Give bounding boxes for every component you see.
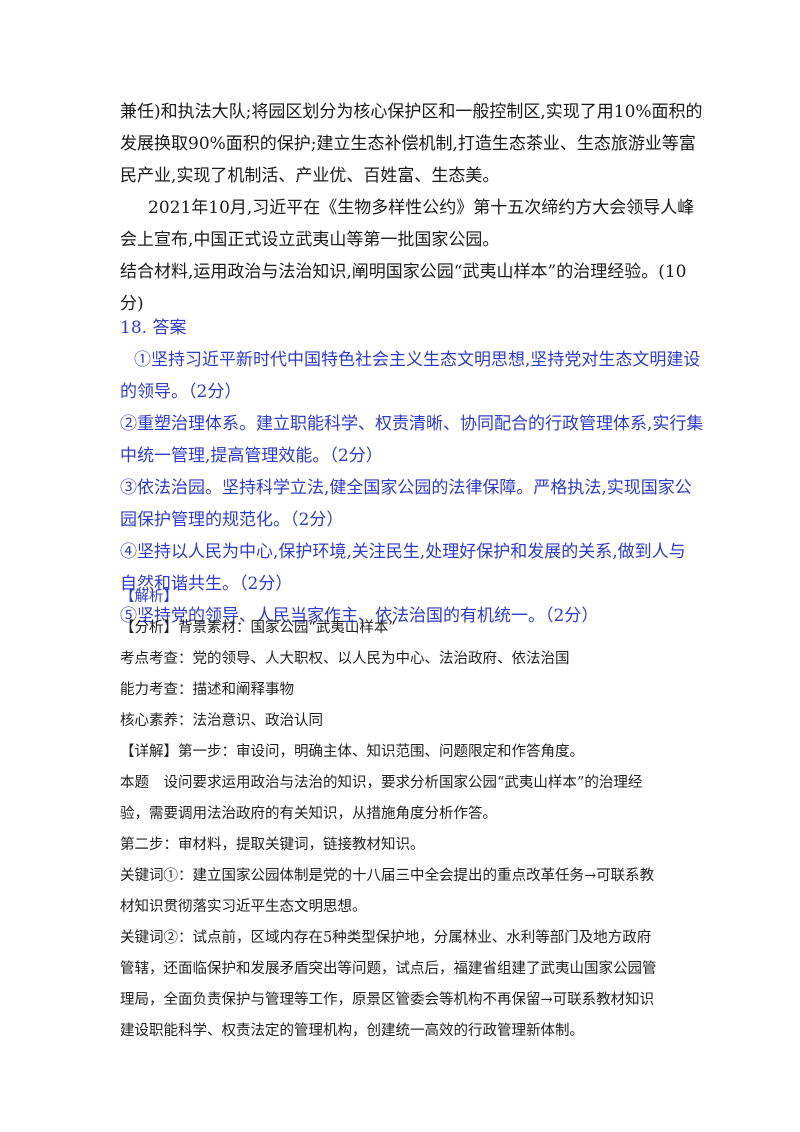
answer-line: ②重塑治理体系。建立职能科学、权责清晰、协同配合的行政管理体系,实行集 (120, 414, 704, 434)
analysis-line: 关键词①：建立国家公园体制是党的十八届三中全会提出的重点改革任务→可联系教 (120, 868, 655, 884)
answer-line: 自然和谐共生。（2分） (120, 574, 293, 594)
question-line: 民产业,实现了机制活、产业优、百姓富、生态美。 (120, 166, 500, 186)
analysis-heading: 【解析】 (120, 589, 178, 605)
answer-line: 园保护管理的规范化。（2分） (120, 510, 344, 530)
analysis-line: 管辖，还面临保护和发展矛盾突出等问题，试点后，福建省组建了武夷山国家公园管 (120, 961, 657, 977)
answer-line: ④坚持以人民为中心,保护环境,关注民生,处理好保护和发展的关系,做到人与 (120, 542, 686, 562)
question-line: 发展换取90%面积的保护;建立生态补偿机制,打造生态茶业、生态旅游业等富 (120, 134, 696, 154)
analysis-line: 材知识贯彻落实习近平生态文明思想。 (120, 899, 367, 915)
question-line: 会上宣布,中国正式设立武夷山等第一批国家公园。 (120, 230, 500, 250)
analysis-line: 建设职能科学、权责法定的管理机构，创建统一高效的行政管理新体制。 (120, 1023, 584, 1039)
answer-line: 中统一管理,提高管理效能。（2分） (120, 446, 383, 466)
analysis-line: 能力考查：描述和阐释事物 (120, 682, 294, 698)
question-material: 兼任)和执法大队;将园区划分为核心保护区和一般控制区,实现了用10%面积的 发展… (120, 96, 703, 320)
question-prompt: 结合材料,运用政治与法治知识,阐明国家公园“武夷山样本”的治理经验。(10 (120, 262, 687, 282)
answer-line: 的领导。（2分） (120, 382, 242, 402)
analysis-line: 第二步：审材料，提取关键词，链接教材知识。 (120, 837, 425, 853)
analysis-line: 理局，全面负责保护与管理等工作，原景区管委会等机构不再保留→可联系教材知识 (120, 992, 655, 1008)
analysis-line: 【详解】第一步：审设问，明确主体、知识范围、问题限定和作答角度。 (120, 744, 584, 760)
answer-line: ⑤坚持党的领导、人民当家作主、依法治国的有机统一。（2分） (120, 606, 599, 626)
question-prompt: 分) (120, 294, 144, 314)
analysis-line: 考点考查：党的领导、人大职权、以人民为中心、法治政府、依法治国 (120, 651, 570, 667)
analysis-line: 关键词②：试点前，区域内存在5种类型保护地，分属林业、水利等部门及地方政府 (120, 930, 652, 946)
analysis-line: 【分析】背景素材：国家公园“武夷山样本” (120, 620, 396, 636)
answer-section: 18. 答案 ①坚持习近平新时代中国特色社会主义生态文明思想,坚持党对生态文明建… (120, 312, 704, 632)
analysis-line: 本题 设问要求运用政治与法治的知识，要求分析国家公园“武夷山样本”的治理经 (120, 775, 643, 791)
question-line: 2021年10月,习近平在《生物多样性公约》第十五次缔约方大会领导人峰 (148, 198, 695, 218)
question-line: 兼任)和执法大队;将园区划分为核心保护区和一般控制区,实现了用10%面积的 (120, 102, 703, 122)
analysis-line: 核心素养：法治意识、政治认同 (120, 713, 323, 729)
analysis-section: 【解析】 【分析】背景素材：国家公园“武夷山样本” 考点考查：党的领导、人大职权… (120, 582, 680, 1047)
analysis-line: 验，需要调用法治政府的有关知识，从措施角度分析作答。 (120, 806, 497, 822)
answer-line: ①坚持习近平新时代中国特色社会主义生态文明思想,坚持党对生态文明建设 (134, 350, 701, 370)
answer-line: ③依法治园。坚持科学立法,健全国家公园的法律保障。严格执法,实现国家公 (120, 478, 692, 498)
answer-heading: 18. 答案 (120, 318, 187, 338)
